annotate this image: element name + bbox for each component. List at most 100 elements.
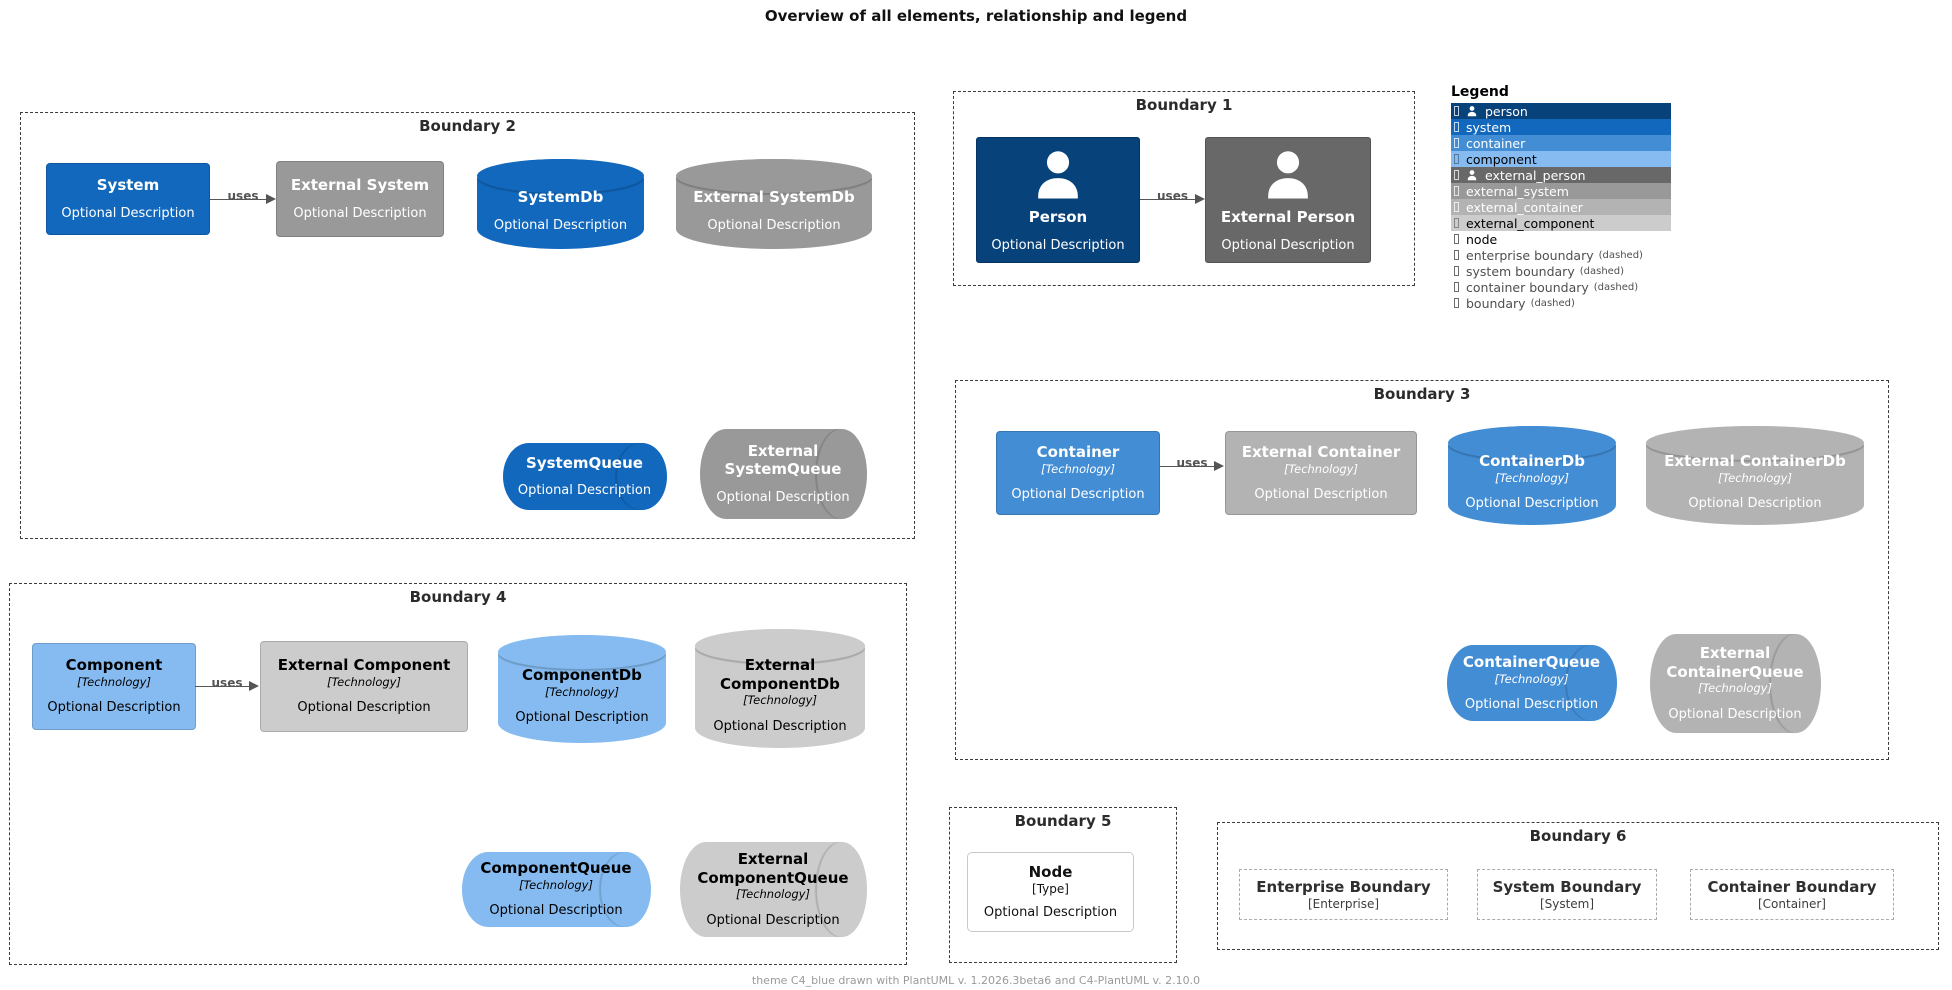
systemqueue-desc: Optional Description (517, 483, 652, 499)
arrow-line (1160, 466, 1216, 467)
external-systemqueue-element: External SystemQueue Optional Descriptio… (700, 429, 867, 519)
element-glyph-icon (1454, 202, 1459, 212)
legend-label: container (1466, 135, 1526, 151)
boundary-3: Boundary 3 Container [Technology] Option… (955, 380, 1889, 760)
external-component-tech: [Technology] (327, 675, 401, 690)
person-desc: Optional Description (991, 237, 1125, 253)
legend-row-node: node (1451, 231, 1671, 247)
node-type: [Type] (1032, 881, 1069, 896)
system-name: System (96, 176, 160, 194)
legend-label: node (1466, 231, 1498, 247)
node-desc: Optional Description (983, 904, 1118, 920)
external-system-desc: Optional Description (293, 205, 427, 221)
element-glyph-icon (1454, 250, 1459, 260)
relationship-system-uses: uses (210, 186, 276, 212)
person-icon (1466, 169, 1478, 181)
external-componentqueue-element: External ComponentQueue [Technology] Opt… (680, 842, 867, 937)
legend-label: boundary (1466, 295, 1526, 311)
legend: Legend person system container component… (1451, 84, 1671, 311)
component-desc: Optional Description (47, 700, 181, 716)
element-glyph-icon (1454, 298, 1459, 308)
component-tech: [Technology] (77, 675, 151, 690)
external-person-element: External Person Optional Description (1205, 137, 1371, 263)
legend-row-external-container: external_container (1451, 199, 1671, 215)
external-person-name: External Person (1220, 208, 1356, 226)
system-desc: Optional Description (61, 205, 195, 221)
container-name: Container (1036, 442, 1120, 461)
componentdb-name: ComponentDb (522, 665, 642, 684)
node-element: Node [Type] Optional Description (967, 852, 1134, 932)
componentqueue-name: ComponentQueue (480, 859, 632, 878)
external-containerdb-name: External ContainerDb (1664, 452, 1846, 471)
legend-row-boundary: boundary (dashed) (1451, 295, 1671, 311)
legend-label: component (1466, 151, 1537, 167)
external-systemqueue-desc: Optional Description (716, 490, 850, 506)
systemqueue-name: SystemQueue (526, 453, 643, 472)
legend-row-external-person: external_person (1451, 167, 1671, 183)
legend-suffix: (dashed) (1579, 265, 1625, 277)
legend-row-enterprise-boundary: enterprise boundary (dashed) (1451, 247, 1671, 263)
boundary-6: Boundary 6 Enterprise Boundary [Enterpri… (1217, 822, 1939, 950)
external-component-name: External Component (277, 656, 451, 675)
node-name: Node (1028, 863, 1073, 881)
external-systemdb-element: External SystemDb Optional Description (676, 159, 872, 249)
boundary-1: Boundary 1 Person Optional Description E… (953, 91, 1415, 286)
person-element: Person Optional Description (976, 137, 1140, 263)
system-element: System Optional Description (46, 163, 210, 235)
element-glyph-icon (1454, 234, 1459, 244)
containerdb-element: ContainerDb [Technology] Optional Descri… (1448, 426, 1616, 525)
external-componentdb-name: External ComponentDb (720, 655, 840, 693)
legend-suffix: (dashed) (1530, 297, 1575, 309)
enterprise-boundary-name: Enterprise Boundary (1256, 877, 1431, 896)
container-boundary-name: Container Boundary (1707, 877, 1877, 896)
container-desc: Optional Description (1011, 486, 1145, 502)
plantuml-footer: theme C4_blue drawn with PlantUML v. 1.2… (751, 974, 1201, 987)
external-container-tech: [Technology] (1284, 461, 1358, 476)
external-containerdb-desc: Optional Description (1688, 496, 1822, 512)
element-glyph-icon (1454, 282, 1459, 292)
element-glyph-icon (1454, 170, 1459, 180)
legend-label: external_component (1466, 215, 1595, 231)
boundary-4-title: Boundary 4 (409, 588, 507, 606)
arrow-head-icon (266, 194, 276, 204)
boundary-2-title: Boundary 2 (419, 117, 516, 135)
person-name: Person (1028, 208, 1088, 226)
external-componentqueue-desc: Optional Description (706, 912, 840, 928)
boundary-6-title: Boundary 6 (1529, 827, 1627, 845)
system-boundary-element: System Boundary [System] (1477, 869, 1657, 920)
boundary-5: Boundary 5 Node [Type] Optional Descript… (949, 807, 1177, 963)
element-glyph-icon (1454, 186, 1459, 196)
external-containerqueue-name: External ContainerQueue (1666, 643, 1804, 681)
legend-suffix: (dashed) (1598, 249, 1643, 261)
enterprise-boundary-type: [Enterprise] (1307, 897, 1380, 912)
legend-row-system-boundary: system boundary (dashed) (1451, 263, 1671, 279)
containerdb-desc: Optional Description (1465, 496, 1599, 512)
container-boundary-element: Container Boundary [Container] (1690, 869, 1894, 920)
external-containerdb-tech: [Technology] (1718, 471, 1792, 486)
external-systemdb-name: External SystemDb (693, 188, 855, 206)
boundary-4: Boundary 4 Component [Technology] Option… (9, 583, 907, 965)
element-glyph-icon (1454, 106, 1459, 116)
relationship-component-uses: uses (195, 673, 259, 699)
person-icon (1466, 105, 1478, 117)
external-person-desc: Optional Description (1221, 237, 1355, 253)
external-container-element: External Container [Technology] Optional… (1225, 431, 1417, 515)
component-name: Component (65, 656, 163, 675)
external-componentqueue-name: External ComponentQueue (697, 849, 849, 887)
system-boundary-type: [System] (1539, 897, 1595, 912)
external-containerdb-element: External ContainerDb [Technology] Option… (1646, 426, 1864, 525)
container-element: Container [Technology] Optional Descript… (996, 431, 1160, 515)
system-boundary-name: System Boundary (1492, 877, 1642, 896)
legend-label: person (1485, 103, 1528, 119)
systemdb-desc: Optional Description (493, 217, 628, 233)
containerdb-tech: [Technology] (1495, 471, 1569, 486)
componentqueue-tech: [Technology] (519, 878, 593, 893)
external-systemdb-desc: Optional Description (707, 217, 841, 233)
external-containerqueue-desc: Optional Description (1668, 706, 1802, 722)
systemdb-element: SystemDb Optional Description (477, 159, 644, 249)
external-componentdb-element: External ComponentDb [Technology] Option… (695, 629, 865, 748)
boundary-2: Boundary 2 System Optional Description E… (20, 112, 915, 539)
legend-suffix: (dashed) (1593, 281, 1639, 293)
legend-row-container: container (1451, 135, 1671, 151)
arrow-head-icon (1195, 194, 1205, 204)
